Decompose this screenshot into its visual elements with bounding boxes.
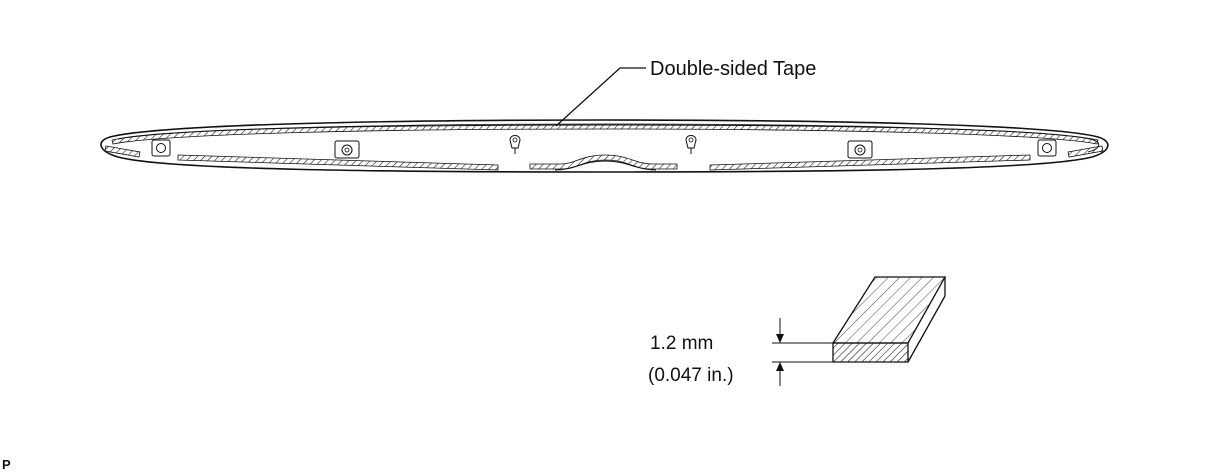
tape-adhesive-layer <box>832 342 909 363</box>
corner-mark: P <box>2 457 11 472</box>
center-bump <box>554 160 657 171</box>
clip-center-left <box>509 135 521 154</box>
garnish-part <box>100 119 1109 173</box>
tape-strip-bottom-left-end <box>104 145 141 158</box>
tape-strip-top <box>111 123 1099 145</box>
tape-strip-bottom-1 <box>177 154 499 171</box>
tape-strip-bottom-2 <box>709 154 1031 171</box>
garnish-outer-edge <box>100 119 1109 173</box>
clip-left-end <box>151 139 171 157</box>
tape-strip-bottom-right-end <box>1067 145 1104 158</box>
tape-strip-bottom-center <box>529 154 678 170</box>
tape-cross-section: 1.2 mm (0.047 in.) <box>648 276 947 386</box>
clip-left <box>334 140 360 159</box>
thickness-mm-label: 1.2 mm <box>650 333 713 354</box>
clip-right-end <box>1037 139 1057 157</box>
tape-label: Double-sided Tape <box>650 58 816 80</box>
tape-leader-line <box>555 67 646 127</box>
thickness-in-label: (0.047 in.) <box>648 365 734 386</box>
clip-right <box>847 140 873 159</box>
tape-liner <box>831 276 947 344</box>
clip-center-right <box>685 135 697 154</box>
